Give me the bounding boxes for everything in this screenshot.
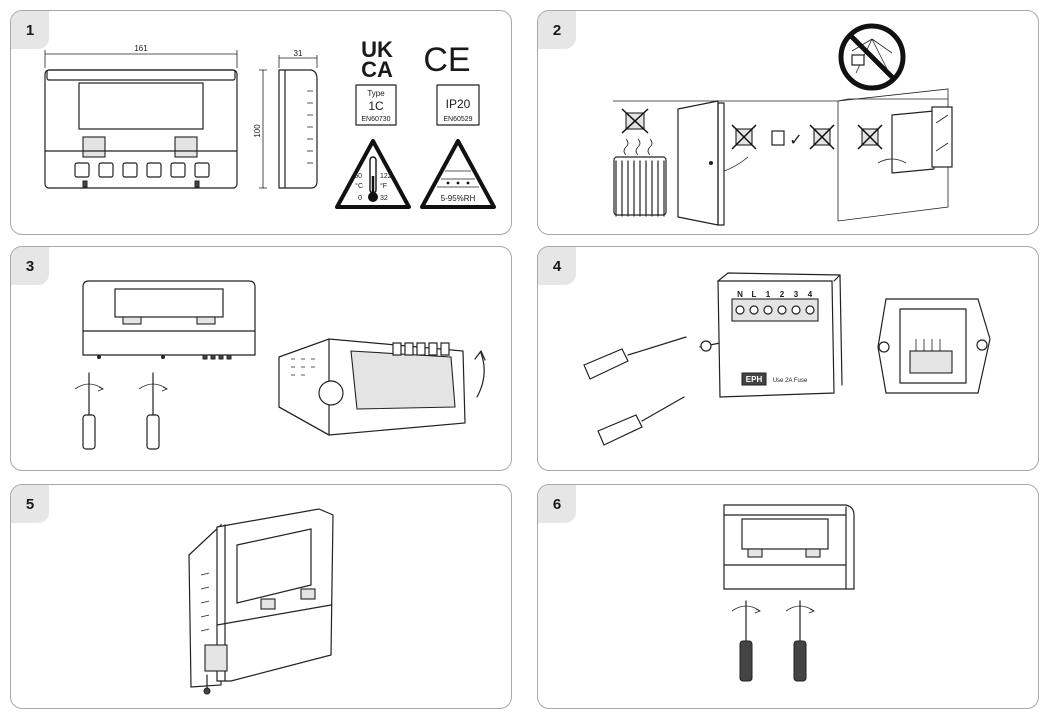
step-number: 1 xyxy=(11,11,49,49)
svg-text:N: N xyxy=(737,290,743,299)
secure-thermostat-diagram xyxy=(723,504,855,682)
mount-backplate-diagram: N L 1 2 3 4 EPH Use 2A Fuse xyxy=(583,272,991,446)
screwdriver-lower xyxy=(597,396,685,446)
svg-text:✓: ✓ xyxy=(789,132,802,149)
step-number: 5 xyxy=(11,485,49,523)
door xyxy=(677,100,725,226)
svg-text:122: 122 xyxy=(380,173,392,180)
terminal-screws xyxy=(735,305,815,315)
step-number: 2 xyxy=(538,11,576,49)
not-beside-door-icon xyxy=(723,124,757,172)
ce-mark: CE xyxy=(423,41,470,79)
thermostat-front-view xyxy=(44,69,238,189)
svg-text:UK: UK xyxy=(361,37,393,62)
screwdriver-left xyxy=(731,600,761,682)
svg-text:1: 1 xyxy=(766,290,771,299)
screwdriver-upper xyxy=(583,336,687,380)
screwdriver-right xyxy=(138,372,168,450)
step-6-panel: 6 xyxy=(537,484,1039,709)
wall-box xyxy=(877,298,991,394)
not-near-corner-icon xyxy=(809,124,835,150)
svg-text:°F: °F xyxy=(380,182,387,190)
backplate-label: EPH Use 2A Fuse xyxy=(741,372,808,386)
svg-text:EN60730: EN60730 xyxy=(361,116,390,123)
thermostat-opened xyxy=(278,338,486,436)
svg-text:3: 3 xyxy=(794,290,799,299)
radiator xyxy=(613,138,667,217)
svg-text:5-95%RH: 5-95%RH xyxy=(441,194,476,203)
room-walls xyxy=(613,88,949,222)
svg-text:Type: Type xyxy=(367,89,385,98)
step-number: 4 xyxy=(538,247,576,285)
svg-text:IP20: IP20 xyxy=(446,97,471,111)
svg-text:CA: CA xyxy=(361,57,393,82)
svg-text:32: 32 xyxy=(380,195,388,202)
ip-rating-box: IP20 EN60529 xyxy=(436,84,480,126)
ukca-mark: UK CA xyxy=(361,37,393,82)
step-5-panel: 5 xyxy=(10,484,512,709)
svg-text:2: 2 xyxy=(780,290,785,299)
height-label: 100 xyxy=(253,124,262,138)
step-number: 6 xyxy=(538,485,576,523)
svg-text:4: 4 xyxy=(808,290,813,299)
type-rating-box: Type 1C EN60730 xyxy=(355,84,397,126)
no-direct-sunlight-icon xyxy=(838,23,906,91)
svg-text:50: 50 xyxy=(354,173,362,180)
width-label: 161 xyxy=(134,44,148,53)
terminal-labels: N L 1 2 3 4 xyxy=(737,290,813,299)
svg-text:Use 2A Fuse: Use 2A Fuse xyxy=(773,378,808,384)
svg-text:EPH: EPH xyxy=(746,375,763,384)
thermostat-side-view: 31 xyxy=(278,49,318,189)
step-number: 3 xyxy=(11,247,49,285)
height-dimension: 100 xyxy=(253,69,267,189)
step-2-panel: 2 xyxy=(537,10,1039,235)
thermostat-bottom-view xyxy=(82,280,256,360)
svg-text:°C: °C xyxy=(355,182,363,190)
svg-text:1C: 1C xyxy=(368,99,384,113)
attach-thermostat-diagram xyxy=(188,508,334,695)
step-4-panel: 4 N L 1 2 3 4 xyxy=(537,246,1039,471)
screwdriver-right xyxy=(785,600,815,682)
depth-label: 31 xyxy=(294,49,303,58)
step-3-panel: 3 xyxy=(10,246,512,471)
window xyxy=(891,106,953,174)
thermostat-on-backplate xyxy=(188,508,334,695)
correct-location-icon: ✓ xyxy=(771,130,803,149)
step-1-panel: 1 161 xyxy=(10,10,512,235)
width-dimension: 161 xyxy=(44,44,238,68)
backplate xyxy=(717,272,843,398)
location-guidance-diagram: ✓ xyxy=(613,23,953,226)
not-near-window-icon xyxy=(857,124,907,164)
svg-text:0: 0 xyxy=(358,195,362,202)
svg-text:EN60529: EN60529 xyxy=(443,116,472,123)
temperature-range-icon: 50 °C 0 122 °F 32 xyxy=(335,139,411,209)
thermostat-front xyxy=(723,504,855,590)
not-above-radiator-icon xyxy=(621,108,649,134)
open-thermostat-diagram xyxy=(74,280,486,450)
dimensions-and-ratings-diagram: 161 100 31 UK CA xyxy=(44,37,496,209)
humidity-range-icon: 5-95%RH xyxy=(420,139,496,209)
screwdriver-left xyxy=(74,372,104,450)
svg-text:L: L xyxy=(752,290,757,299)
